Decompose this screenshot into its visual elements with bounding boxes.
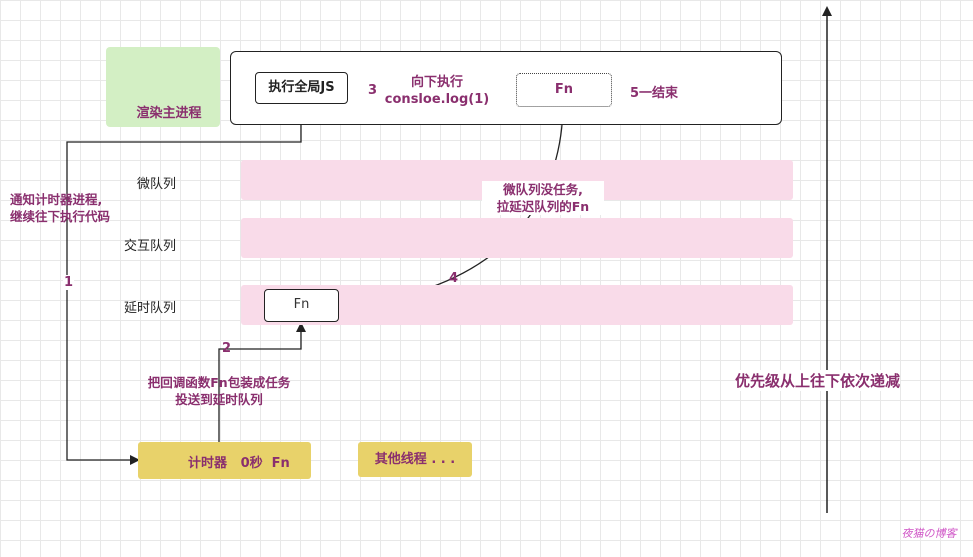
- next-exec-label: 向下执行 consloe.log(1): [383, 74, 491, 108]
- notify-line1: 通知计时器进程,: [10, 192, 103, 207]
- delay-queue-label: 延时队列: [124, 301, 177, 316]
- package-line2: 投送到延时队列: [175, 392, 263, 407]
- global-js-box: 执行全局JS: [255, 72, 348, 104]
- arrow-step2: [218, 322, 306, 442]
- micro-queue-label: 微队列: [137, 177, 177, 192]
- next-exec-line1: 向下执行: [410, 75, 463, 90]
- package-line1: 把回调函数Fn包装成任务: [147, 375, 291, 390]
- timer-thread-box: 计时器 0秒 Fn: [138, 442, 311, 479]
- micro-empty-line1: 微队列没任务,: [503, 182, 583, 197]
- main-fn-box: Fn: [516, 73, 612, 107]
- micro-empty-note: 微队列没任务, 拉延迟队列的Fn: [482, 181, 604, 215]
- notify-line2: 继续往下执行代码: [10, 209, 111, 224]
- arrow-step1: [66, 104, 302, 465]
- notify-timer-note: 通知计时器进程, 继续往下执行代码: [10, 191, 122, 225]
- step2-label: 2: [222, 341, 232, 356]
- next-exec-line2: consloe.log(1): [384, 92, 490, 107]
- render-thread-panel: 渲染主进程: [106, 47, 220, 127]
- interaction-queue-label: 交互队列: [124, 239, 177, 254]
- step5-label: 5一结束: [630, 86, 679, 101]
- package-task-note: 把回调函数Fn包装成任务 投送到延时队列: [130, 374, 308, 408]
- micro-empty-line2: 拉延迟队列的Fn: [496, 199, 590, 214]
- interaction-queue-lane: [241, 218, 793, 258]
- delay-fn-box: Fn: [264, 289, 339, 322]
- step4-label: 4: [449, 271, 459, 286]
- other-threads-box: 其他线程 . . .: [358, 442, 472, 477]
- timer-label: 计时器 0秒 Fn: [188, 456, 290, 471]
- render-thread-label: 渲染主进程: [136, 106, 202, 121]
- step3-label: 3: [368, 83, 378, 98]
- priority-note: 优先级从上往下依次递减: [735, 370, 901, 391]
- watermark-logo: 夜猫の博客: [901, 527, 957, 540]
- step1-label: 1: [63, 275, 75, 290]
